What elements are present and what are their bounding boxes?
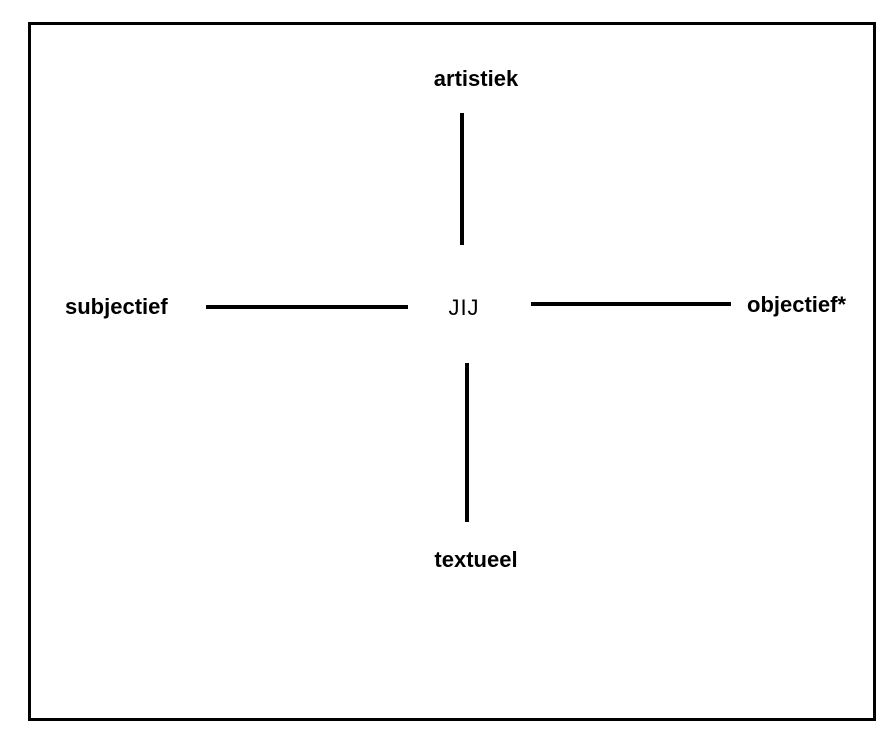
horizontal-axis-left-segment bbox=[206, 305, 408, 309]
horizontal-axis-right-segment bbox=[531, 302, 731, 306]
axis-label-textueel: textueel bbox=[434, 547, 518, 572]
vertical-axis-lower-segment bbox=[465, 363, 469, 522]
axis-label-objectief: objectief* bbox=[747, 292, 847, 317]
axis-label-subjectief: subjectief bbox=[65, 294, 168, 319]
center-label-jij: JIJ bbox=[448, 295, 480, 320]
axis-label-artistiek: artistiek bbox=[433, 66, 519, 91]
diagram-frame: artistiek subjectief JIJ objectief* text… bbox=[28, 22, 876, 721]
vertical-axis-upper-segment bbox=[460, 113, 464, 245]
